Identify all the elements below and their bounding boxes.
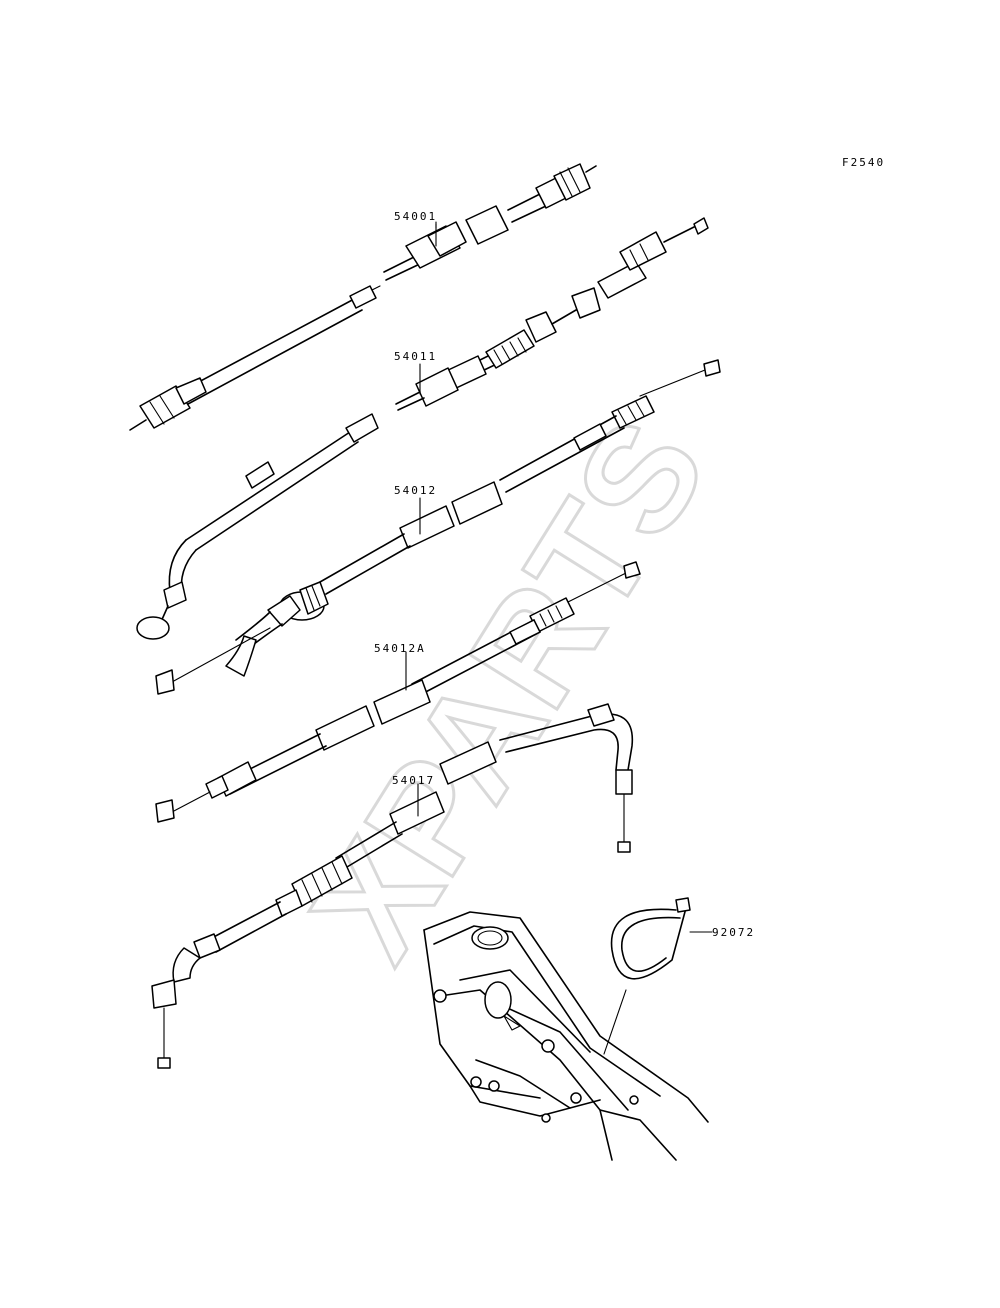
- cable-54011[interactable]: [136, 217, 709, 640]
- frame-section: [423, 911, 709, 1161]
- part-label-54011: 54011: [394, 350, 437, 363]
- clamp-92072[interactable]: [603, 897, 713, 1055]
- part-label-54012A: 54012A: [374, 642, 426, 655]
- watermark: XPARTS: [277, 390, 739, 989]
- part-label-54012: 54012: [394, 484, 437, 497]
- part-label-54001: 54001: [394, 210, 437, 223]
- cable-54017[interactable]: [151, 703, 634, 1069]
- cable-54012[interactable]: [155, 359, 721, 695]
- part-label-92072: 92072: [712, 926, 755, 939]
- cable-54001[interactable]: [129, 163, 597, 431]
- cable-54012A[interactable]: [155, 561, 641, 823]
- figure-code: F2540: [842, 156, 885, 169]
- part-label-54017: 54017: [392, 774, 435, 787]
- svg-text:XPARTS: XPARTS: [279, 391, 738, 987]
